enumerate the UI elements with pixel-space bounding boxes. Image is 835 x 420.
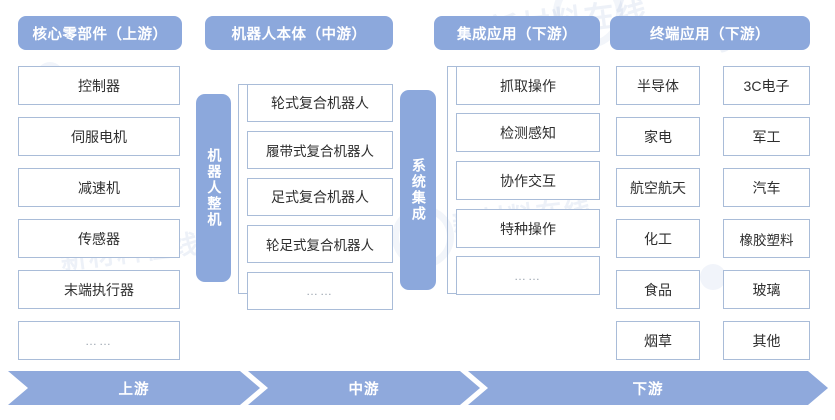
- list-item[interactable]: 航空航天: [616, 168, 700, 207]
- list-item[interactable]: 轮足式复合机器人: [247, 225, 393, 263]
- header-integrated-application: 集成应用（下游）: [434, 16, 600, 50]
- list-item[interactable]: 减速机: [18, 168, 180, 207]
- list-item[interactable]: 3C电子: [723, 66, 810, 105]
- flow-step-upstream[interactable]: 上游: [8, 371, 260, 405]
- list-item[interactable]: 末端执行器: [18, 270, 180, 309]
- list-item[interactable]: 化工: [616, 219, 700, 258]
- list-item[interactable]: 橡胶塑料: [723, 219, 810, 258]
- list-item[interactable]: 传感器: [18, 219, 180, 258]
- flow-step-downstream[interactable]: 下游: [468, 371, 828, 405]
- list-item[interactable]: 特种操作: [456, 209, 600, 248]
- list-item-more[interactable]: ……: [456, 256, 600, 295]
- list-item[interactable]: 家电: [616, 117, 700, 156]
- list-item[interactable]: 半导体: [616, 66, 700, 105]
- flow-step-label: 中游: [348, 381, 380, 398]
- list-item[interactable]: 食品: [616, 270, 700, 309]
- list-item[interactable]: 烟草: [616, 321, 700, 360]
- list-item[interactable]: 履带式复合机器人: [247, 131, 393, 169]
- connector-robot-body: 机器人整机: [196, 94, 231, 282]
- list-item[interactable]: 轮式复合机器人: [247, 84, 393, 122]
- connector-system-integration: 系统集成: [400, 90, 436, 290]
- flow-step-label: 上游: [118, 381, 150, 398]
- bracket-robot-body: [238, 84, 247, 294]
- list-item[interactable]: 足式复合机器人: [247, 178, 393, 216]
- flow-step-midstream[interactable]: 中游: [248, 371, 480, 405]
- list-item[interactable]: 伺服电机: [18, 117, 180, 156]
- list-item-more[interactable]: ……: [18, 321, 180, 360]
- list-item[interactable]: 军工: [723, 117, 810, 156]
- flow-step-label: 下游: [632, 381, 664, 398]
- list-item[interactable]: 协作交互: [456, 161, 600, 200]
- header-core-components: 核心零部件（上游）: [18, 16, 182, 50]
- list-item[interactable]: 玻璃: [723, 270, 810, 309]
- list-item-more[interactable]: ……: [247, 272, 393, 310]
- list-item[interactable]: 抓取操作: [456, 66, 600, 105]
- header-robot-body: 机器人本体（中游）: [205, 16, 393, 50]
- list-item[interactable]: 其他: [723, 321, 810, 360]
- list-item[interactable]: 检测感知: [456, 113, 600, 152]
- bracket-integrated-application: [447, 66, 456, 294]
- list-item[interactable]: 控制器: [18, 66, 180, 105]
- list-item[interactable]: 汽车: [723, 168, 810, 207]
- header-terminal-application: 终端应用（下游）: [610, 16, 810, 50]
